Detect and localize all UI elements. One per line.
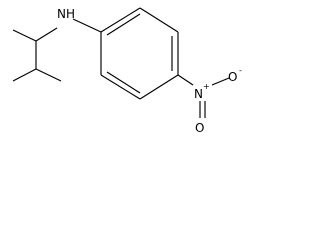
nitro-nitrogen-charge-label: + — [203, 82, 210, 91]
structure-canvas: N H N + O - O — [12, 7, 242, 135]
bond-c3-c5 — [35, 68, 62, 82]
bond-ring-a1-a2-inner — [106, 13, 141, 36]
nitro-nitrogen-label: N — [194, 87, 203, 101]
bond-c3-c4 — [12, 68, 37, 82]
bond-c2-n — [35, 27, 58, 42]
label-layer: N H N + O - O — [57, 7, 242, 135]
nitro-oxygen-bottom-label: O — [195, 121, 204, 135]
amine-hydrogen-label: H — [66, 7, 75, 21]
bond-c1-c2 — [12, 29, 37, 42]
amine-nitrogen-label: N — [57, 7, 66, 21]
bond-ring-a4-a5 — [139, 74, 179, 100]
nitro-oxygen-top-charge-label: - — [239, 66, 242, 75]
bond-aryl-nitro — [177, 74, 194, 86]
bond-ring-a1-a2 — [100, 7, 141, 33]
bond-n-aryl — [72, 18, 102, 33]
bond-ring-a2-a3 — [139, 7, 179, 33]
bond-nitro-o-top — [211, 77, 230, 86]
nitro-oxygen-top-label: O — [228, 70, 237, 84]
bond-layer — [12, 7, 230, 118]
bond-ring-a5-a6-inner — [106, 71, 141, 94]
bond-ring-a5-a6 — [100, 74, 141, 100]
